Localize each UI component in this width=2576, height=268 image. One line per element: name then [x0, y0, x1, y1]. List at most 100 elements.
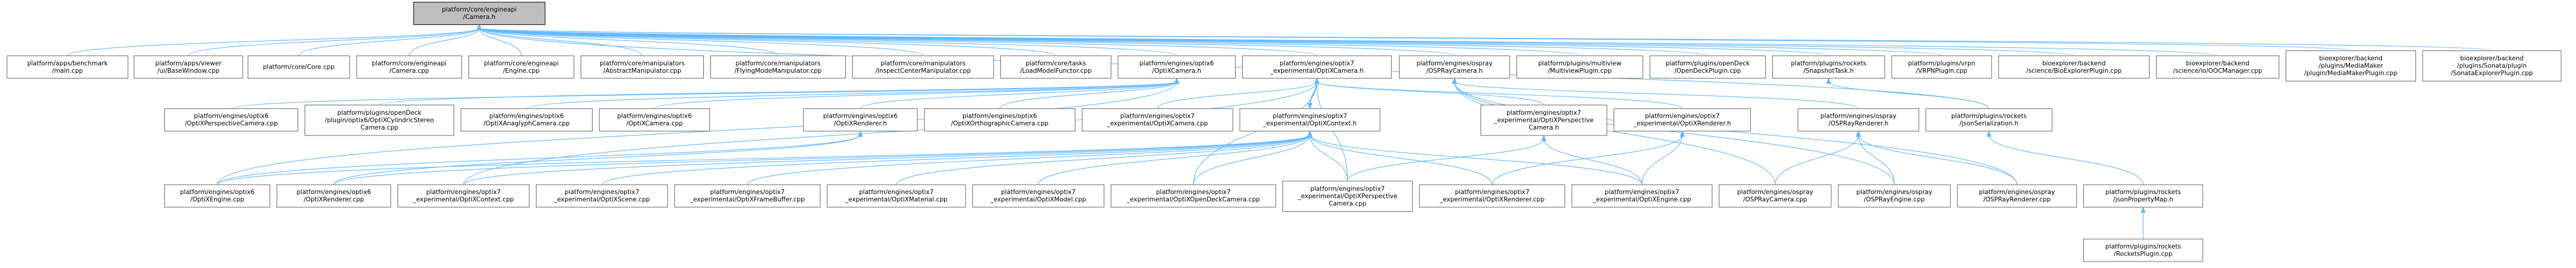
file-node[interactable]: platform/engines/optix7_experimental/Opt… — [1571, 184, 1712, 208]
node-label-line: platform/engines/optix6 — [962, 113, 1037, 120]
node-label-line: platform/engines/ospray — [1737, 189, 1814, 196]
file-node[interactable]: platform/engines/optix7_experimental/Opt… — [1282, 180, 1413, 212]
node-label-line: /OptiXRenderer.h — [834, 120, 887, 127]
edge-arrowhead — [2141, 206, 2146, 213]
file-node[interactable]: platform/core/manipulators/InspectCenter… — [852, 55, 994, 79]
dependency-edge — [1309, 134, 1348, 182]
node-label-line: platform/plugins/openDeck — [337, 109, 422, 117]
file-node[interactable]: platform/plugins/rockets/RocketsPlugin.c… — [2083, 238, 2203, 262]
node-label-line: /RocketsPlugin.cpp — [2114, 251, 2173, 258]
dependency-edge — [602, 134, 1311, 185]
file-node[interactable]: platform/core/Core.cpp — [247, 55, 350, 79]
node-label-line: _experimental/OptiXRenderer.h — [1633, 120, 1731, 127]
node-label-line: /jsonPropertyMap.h — [2113, 196, 2173, 204]
file-node[interactable]: platform/core/tasks/LoadModelFunctor.cpp — [1000, 55, 1111, 79]
file-node[interactable]: platform/engines/optix6/OptiXEngine.cpp — [164, 184, 270, 208]
dependency-edge — [1543, 138, 1643, 185]
file-node[interactable]: platform/engines/optix6/OptiXRenderer.h — [803, 108, 918, 132]
file-node[interactable]: platform/engines/optix6/OptiXCamera.h — [1117, 55, 1236, 79]
dependency-edge — [1454, 82, 1776, 185]
dependency-edge — [526, 81, 1177, 109]
focus-node[interactable]: platform/core/engineapi/Camera.h — [413, 2, 545, 25]
node-label-line: /OptiXPerspectiveCamera.cpp — [185, 120, 277, 127]
file-node[interactable]: platform/plugins/vrpn/VRPNPlugin.cpp — [1891, 55, 1992, 79]
file-node[interactable]: platform/engines/optix6/OptiXRenderer.cp… — [276, 184, 392, 208]
file-node[interactable]: platform/core/engineapi/Engine.cpp — [468, 55, 574, 79]
node-label-line: platform/core/manipulators — [736, 60, 821, 67]
file-node[interactable]: platform/engines/optix7_experimental/Opt… — [1242, 55, 1392, 79]
file-node[interactable]: bioexplorer/backend/plugins/Sonata/plugi… — [2422, 50, 2562, 82]
file-node[interactable]: platform/plugins/rockets/jsonSerializati… — [1925, 108, 2053, 132]
node-label-line: /ui/BaseWindow.cpp — [157, 67, 219, 75]
node-label-line: platform/plugins/openDeck — [1666, 60, 1750, 67]
node-label-line: platform/plugins/rockets — [2105, 189, 2181, 196]
file-node[interactable]: platform/plugins/rockets/jsonPropertyMap… — [2083, 184, 2203, 208]
node-label-line: platform/engines/ospray — [1821, 113, 1897, 120]
file-node[interactable]: platform/engines/ospray/OSPRayEngine.cpp — [1838, 184, 1951, 208]
file-node[interactable]: platform/plugins/openDeck/OpenDeckPlugin… — [1649, 55, 1766, 79]
file-node[interactable]: platform/core/manipulators/FlyingModeMan… — [710, 55, 846, 79]
file-node[interactable]: platform/engines/optix6/OptiXAnaglyphCam… — [460, 108, 593, 132]
file-node[interactable]: platform/engines/optix7_experimental/Opt… — [397, 184, 530, 208]
file-node[interactable]: bioexplorer/backend/plugins/MediaMaker/p… — [2286, 50, 2416, 82]
file-node[interactable]: platform/engines/optix7_experimental/Opt… — [1419, 184, 1566, 208]
file-node[interactable]: platform/apps/benchmark/main.cpp — [7, 55, 128, 79]
file-node[interactable]: platform/engines/optix7_experimental/Opt… — [674, 184, 820, 208]
node-label-line: /VRPNPlugin.cpp — [1916, 67, 1967, 75]
file-node[interactable]: platform/engines/optix6/OptiXCamera.cpp — [599, 108, 710, 132]
file-node[interactable]: platform/engines/optix7_experimental/Opt… — [826, 184, 966, 208]
file-node[interactable]: platform/engines/optix6/OptiXPerspective… — [164, 108, 299, 132]
node-label-line: platform/engines/optix6 — [296, 189, 371, 196]
node-label-line: /Camera.h — [463, 14, 496, 21]
node-box — [1798, 108, 1919, 132]
file-node[interactable]: platform/apps/viewer/ui/BaseWindow.cpp — [134, 55, 243, 79]
node-label-line: platform/engines/optix7 — [426, 189, 501, 196]
file-node[interactable]: platform/engines/optix7_experimental/Opt… — [1081, 108, 1233, 132]
node-label-line: bioexplorer/backend — [2319, 55, 2383, 62]
file-node[interactable]: platform/engines/ospray/OSPRayCamera.cpp — [1718, 184, 1832, 208]
file-node[interactable]: platform/plugins/rockets/SnapshotTask.h — [1772, 55, 1885, 79]
file-node[interactable]: bioexplorer/backend/science/BioExplorerP… — [1998, 55, 2150, 79]
file-node[interactable]: platform/plugins/multiview/MultiviewPlug… — [1516, 55, 1643, 79]
file-node[interactable]: platform/core/engineapi/Camera.cpp — [356, 55, 463, 79]
file-node[interactable]: platform/engines/ospray/OSPRayRenderer.c… — [1957, 184, 2077, 208]
dependency-edge — [216, 134, 861, 185]
dependency-edge — [479, 28, 778, 56]
file-node[interactable]: platform/engines/optix7_experimental/Opt… — [1239, 108, 1381, 132]
node-label-line: platform/engines/optix6 — [180, 189, 254, 196]
file-node[interactable]: platform/engines/ospray/OSPRayRenderer.h — [1798, 108, 1919, 132]
node-label-line: /OpenDeckPlugin.cpp — [1675, 67, 1741, 75]
node-box — [164, 108, 299, 132]
node-box — [1282, 180, 1413, 212]
file-node[interactable]: platform/engines/optix7_experimental/Opt… — [1480, 105, 1608, 136]
node-label-line: platform/engines/optix7 — [859, 189, 933, 196]
node-box — [2422, 50, 2562, 82]
file-node[interactable]: platform/plugins/openDeck/plugin/optix6/… — [304, 105, 454, 136]
node-label-line: platform/engines/optix7 — [1279, 60, 1354, 67]
node-label-line: platform/apps/viewer — [156, 60, 222, 67]
dependency-edge — [1037, 134, 1311, 185]
file-node[interactable]: platform/engines/optix7_experimental/Opt… — [1614, 108, 1751, 132]
file-node[interactable]: bioexplorer/backend/science/io/OOCManage… — [2155, 55, 2280, 79]
node-label-line: platform/engines/optix6 — [618, 113, 692, 120]
edge-arrowhead — [1307, 130, 1313, 137]
file-node[interactable]: platform/engines/optix7_experimental/Opt… — [536, 184, 668, 208]
node-label-line: /main.cpp — [52, 67, 83, 75]
node-box — [356, 55, 463, 79]
node-label-line: platform/engines/optix7 — [1120, 113, 1195, 120]
file-node[interactable]: platform/engines/optix6/OptiXOrthographi… — [924, 108, 1076, 132]
node-box — [1891, 55, 1992, 79]
file-node[interactable]: platform/engines/optix7_experimental/Opt… — [972, 184, 1104, 208]
edge-arrowhead — [1452, 77, 1457, 84]
node-label-line: /OptiXCamera.h — [1152, 67, 1201, 75]
node-label-line: platform/plugins/vrpn — [1908, 60, 1976, 67]
file-node[interactable]: platform/engines/ospray/OSPRayCamera.h — [1399, 55, 1510, 79]
file-node[interactable]: platform/core/manipulators/AbstractManip… — [580, 55, 704, 79]
file-node[interactable]: platform/engines/optix7_experimental/Opt… — [1110, 184, 1276, 208]
node-label-line: platform/engines/optix7 — [1455, 189, 1530, 196]
node-box — [2083, 184, 2203, 208]
dependency-edge — [1454, 81, 1859, 109]
dependency-edge — [1775, 134, 1859, 185]
dependency-edge — [1157, 81, 1317, 109]
dependency-edge — [860, 81, 1177, 109]
